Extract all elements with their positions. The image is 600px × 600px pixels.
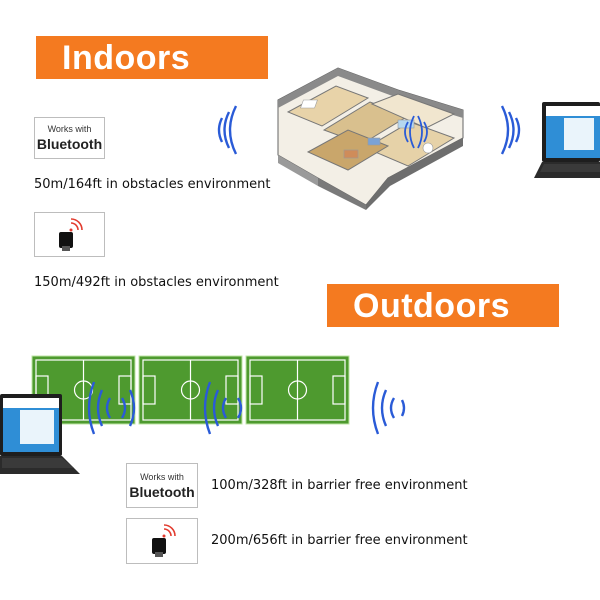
outdoors-bluetooth-range: 100m/328ft in barrier free environment (211, 478, 468, 493)
indoors-title: Indoors (62, 38, 191, 77)
usb-dongle-icon (152, 524, 176, 557)
outdoors-banner: Outdoors (327, 284, 559, 327)
bluetooth-badge-big-text: Bluetooth (129, 483, 195, 500)
indoors-bluetooth-range: 50m/164ft in obstacles environment (34, 177, 271, 192)
wifi-signal-icon (87, 381, 136, 435)
indoors-dongle-range: 150m/492ft in obstacles environment (34, 275, 279, 290)
wifi-signal-icon (203, 381, 243, 435)
floor-plan-icon (277, 67, 464, 210)
outdoors-dongle-range: 200m/656ft in barrier free environment (211, 533, 468, 548)
indoors-banner: Indoors (36, 36, 268, 79)
bluetooth-badge-indoors: Works with Bluetooth (34, 117, 105, 159)
laptop-icon (0, 394, 80, 474)
usb-dongle-badge-indoors (34, 212, 105, 257)
wifi-signal-icon (500, 105, 521, 155)
laptop-icon (534, 102, 600, 178)
soccer-field-icon (245, 355, 350, 425)
bluetooth-badge-big-text: Bluetooth (36, 136, 103, 152)
usb-dongle-icon (59, 218, 83, 251)
bluetooth-badge-outdoors: Works with Bluetooth (126, 463, 198, 508)
wifi-signal-icon (217, 105, 238, 155)
usb-dongle-badge-outdoors (126, 518, 198, 564)
bluetooth-badge-small-text: Works with (140, 471, 184, 482)
outdoors-title: Outdoors (353, 286, 510, 325)
wifi-signal-icon (371, 381, 406, 435)
bluetooth-badge-small-text: Works with (47, 124, 92, 134)
